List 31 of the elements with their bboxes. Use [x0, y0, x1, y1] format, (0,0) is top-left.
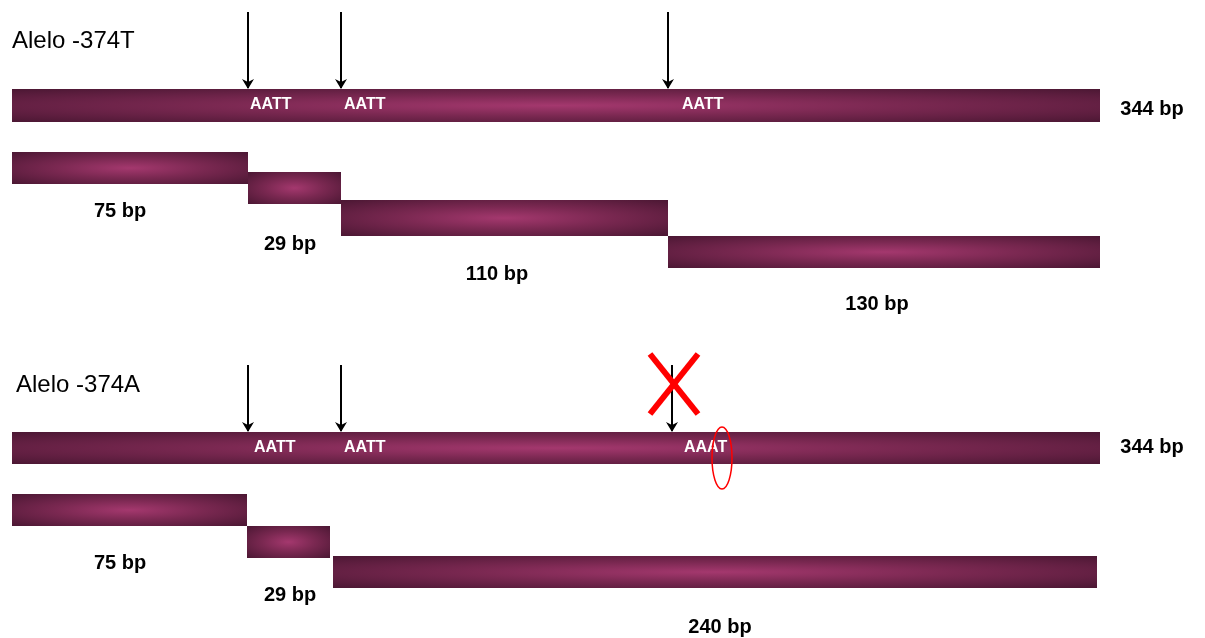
site-sequence: AATT	[344, 96, 386, 112]
dna-fragment	[12, 494, 247, 526]
dna-fragment	[247, 526, 330, 558]
fragment-size: 110 bp	[465, 263, 529, 283]
site-sequence: AATT	[254, 439, 296, 455]
dna-fragment	[12, 152, 248, 184]
fragment-size: 240 bp	[688, 616, 752, 636]
dna-fragment	[248, 172, 341, 204]
fragment-size: 344 bp	[1120, 98, 1184, 118]
dna-band	[12, 432, 1100, 464]
dna-fragment	[341, 200, 668, 236]
fragment-size: 130 bp	[845, 293, 909, 313]
dna-fragment	[333, 556, 1097, 588]
dna-fragment	[668, 236, 1100, 268]
allele-title: Alelo -374T	[12, 28, 135, 52]
cut-site-arrow	[335, 364, 347, 432]
allele-title: Alelo -374A	[16, 372, 141, 396]
site-sequence: AATT	[250, 96, 292, 112]
fragment-size: 75 bp	[93, 552, 147, 572]
site-sequence: AAAT	[684, 439, 728, 455]
dna-band	[12, 89, 1100, 122]
fragment-size: 344 bp	[1120, 436, 1184, 456]
cut-site-arrow	[242, 364, 254, 432]
site-sequence: AATT	[344, 439, 386, 455]
cut-site-arrow	[662, 11, 674, 89]
fragment-size: 29 bp	[263, 233, 317, 253]
site-sequence: AATT	[682, 96, 724, 112]
cut-site-arrow	[335, 11, 347, 89]
cut-site-arrow	[242, 11, 254, 89]
fragment-size: 75 bp	[93, 200, 147, 220]
fragment-size: 29 bp	[263, 584, 317, 604]
